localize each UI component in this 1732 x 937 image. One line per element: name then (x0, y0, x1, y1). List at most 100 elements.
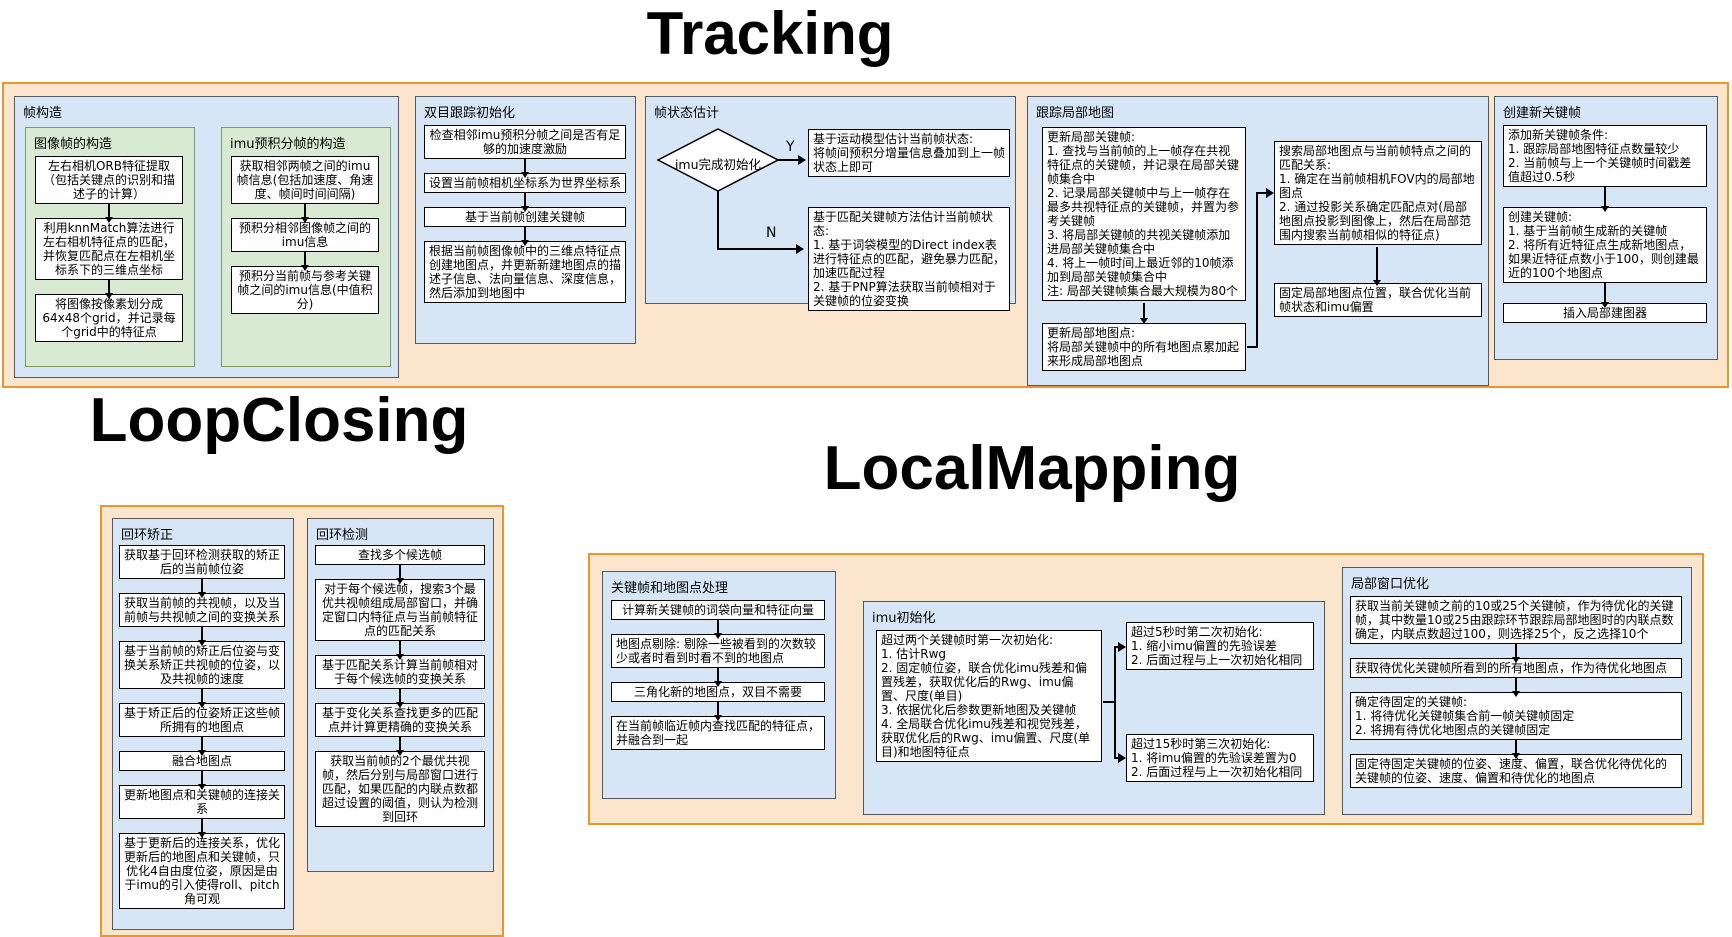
arrow-down-icon (396, 737, 404, 756)
decision-diamond-and-connectors (656, 128, 806, 254)
imu-third-init-box: 超过15秒时第三次初始化: 1. 将imu偏置的先验误差置为0 2. 后面过程与… (1126, 734, 1314, 782)
flow-box: 基于匹配关系计算当前帧相对于每个候选帧的变换关系 (315, 655, 485, 689)
flow-box: 计算新关键帧的词袋向量和特征向量 (611, 600, 825, 620)
keyframe-match-box: 基于匹配关键帧方法估计当前帧状态: 1. 基于词袋模型的Direct index… (808, 207, 1010, 311)
arrow-down-icon (714, 668, 722, 687)
arrow-down-icon (1601, 283, 1609, 308)
arrow-down-icon (396, 565, 404, 584)
arrow-down-icon (301, 252, 309, 271)
flow-box: 基于变化关系查找更多的匹配点并计算更精确的变换关系 (315, 703, 485, 737)
panel-title: 回环矫正 (121, 528, 174, 543)
arrow-down-icon (521, 159, 529, 178)
flow-box: 基于矫正后的位姿矫正这些帧所拥有的地图点 (119, 703, 285, 737)
arrow-down-icon (198, 771, 206, 790)
stereo-init-flow: 检查相邻imu预积分帧之间是否有足够的加速度激励 设置当前帧相机坐标系为世界坐标… (424, 125, 626, 303)
flow-box: 利用knnMatch算法进行左右相机特征点的匹配，并恢复匹配点在左相机坐标系下的… (35, 218, 183, 280)
arrow-down-icon (1140, 303, 1148, 324)
flow-box: 获取当前关键帧之前的10或25个关键帧，作为待优化的关键帧，其中数量10或25由… (1350, 596, 1682, 644)
arrow-down-icon (1373, 247, 1381, 286)
arrow-down-icon (396, 641, 404, 660)
imu-first-init-box: 超过两个关键帧时第一次初始化: 1. 估计Rwg 2. 固定帧位姿，联合优化im… (876, 630, 1102, 762)
arrow-down-icon (1512, 678, 1520, 697)
flow-box: 获取当前帧的共视帧，以及当前帧与共视帧之间的变换关系 (119, 593, 285, 627)
flow-box: 固定待固定关键帧的位姿、速度、偏置，联合优化待优化的关键帧的位姿、速度、偏置和待… (1350, 754, 1682, 788)
panel-title: 帧状态估计 (654, 106, 720, 121)
new-keyframe-flow: 添加新关键帧条件: 1. 跟踪局部地图特征点数量较少 2. 当前帧与上一个关键帧… (1503, 125, 1707, 323)
flow-box: 设置当前帧相机坐标系为世界坐标系 (424, 173, 626, 193)
arrow-right-icon (1118, 642, 1126, 652)
flow-box: 获取相邻两帧之间的imu帧信息(包括加速度、角速度、帧间时间间隔) (231, 156, 379, 204)
arrow-down-icon (198, 579, 206, 598)
tracking-title: Tracking (646, 0, 894, 67)
frame-build-panel: 帧构造 图像帧的构造 左右相机ORB特征提取（包括关键点的识别和描述子的计算） … (14, 96, 399, 378)
flow-box: 插入局部建图器 (1503, 303, 1707, 323)
yes-branch-label: Y (786, 139, 795, 155)
flow-box: 地图点剔除: 剔除一些被看到的次数较少或者时看到时看不到的地图点 (611, 634, 825, 668)
flow-box: 更新地图点和关键帧的连接关系 (119, 785, 285, 819)
pose-optimize-box: 固定局部地图点位置，联合优化当前帧状态和imu偏置 (1274, 283, 1482, 317)
connector-line (1115, 757, 1119, 759)
flow-box: 左右相机ORB特征提取（包括关键点的识别和描述子的计算） (35, 156, 183, 204)
flow-box: 对于每个候选帧，搜索3个最优共视帧组成局部窗口，并确定窗口内特征点与当前帧特征点… (315, 579, 485, 641)
local-window-opt-panel: 局部窗口优化 获取当前关键帧之前的10或25个关键帧，作为待优化的关键帧，其中数… (1342, 567, 1692, 815)
flow-box: 预积分相邻图像帧之间的imu信息 (231, 218, 379, 252)
imu-second-init-box: 超过5秒时第二次初始化: 1. 缩小imu偏置的先验误差 2. 后面过程与上一次… (1126, 622, 1314, 670)
arrow-down-icon (396, 689, 404, 708)
panel-title: 局部窗口优化 (1351, 577, 1430, 592)
loopclosing-section-panel: 回环矫正 获取基于回环检测获取的矫正后的当前帧位姿 获取当前帧的共视帧，以及当前… (100, 505, 504, 937)
flow-box: 将图像按像素划分成64x48个grid，并记录每个grid中的特征点 (35, 294, 183, 342)
panel-title: 双目跟踪初始化 (424, 106, 516, 121)
arrow-down-icon (198, 737, 206, 756)
imu-frame-flow: 获取相邻两帧之间的imu帧信息(包括加速度、角速度、帧间时间间隔) 预积分相邻图… (231, 156, 379, 314)
imu-init-panel: imu初始化 超过两个关键帧时第一次初始化: 1. 估计Rwg 2. 固定帧位姿… (863, 601, 1325, 815)
arrow-down-icon (714, 702, 722, 721)
no-branch-label: N (766, 225, 777, 241)
localmapping-title: LocalMapping (823, 434, 1241, 503)
flow-box: 基于当前帧的矫正后位姿与变换关系矫正共视帧的位姿，以及共视帧的速度 (119, 641, 285, 689)
connector-line (1257, 192, 1266, 194)
track-local-map-panel: 跟踪局部地图 更新局部关键帧: 1. 查找与当前帧的上一帧存在共视特征点的关键帧… (1027, 96, 1489, 386)
image-frame-subpanel: 图像帧的构造 左右相机ORB特征提取（包括关键点的识别和描述子的计算） 利用kn… (25, 127, 195, 367)
connector-line (1103, 701, 1116, 703)
keyframe-mappoint-flow: 计算新关键帧的词袋向量和特征向量 地图点剔除: 剔除一些被看到的次数较少或者时看… (611, 600, 825, 750)
loopclosing-title: LoopClosing (89, 386, 469, 455)
subpanel-title: imu预积分帧的构造 (230, 137, 346, 152)
arrow-down-icon (521, 193, 529, 212)
localmapping-section-panel: 关键帧和地图点处理 计算新关键帧的词袋向量和特征向量 地图点剔除: 剔除一些被看… (588, 553, 1704, 825)
update-local-mappoints-box: 更新局部地图点: 将局部关键帧中的所有地图点累加起来形成局部地图点 (1042, 323, 1246, 371)
flow-box: 查找多个候选帧 (315, 545, 485, 565)
arrow-down-icon (198, 689, 206, 708)
flow-box: 检查相邻imu预积分帧之间是否有足够的加速度激励 (424, 125, 626, 159)
flow-box: 添加新关键帧条件: 1. 跟踪局部地图特征点数量较少 2. 当前帧与上一个关键帧… (1503, 125, 1707, 187)
imu-frame-subpanel: imu预积分帧的构造 获取相邻两帧之间的imu帧信息(包括加速度、角速度、帧间时… (221, 127, 391, 367)
arrow-down-icon (301, 204, 309, 223)
panel-title: 回环检测 (316, 528, 369, 543)
subpanel-title: 图像帧的构造 (34, 137, 113, 152)
connector-line (1115, 646, 1119, 648)
arrow-down-icon (105, 204, 113, 223)
state-estimation-panel: 帧状态估计 imu完成初始化 Y N 基于运动模型估计当前帧状态: 将帧间预积分… (645, 96, 1016, 311)
connector-line (1114, 646, 1116, 759)
arrow-down-icon (105, 280, 113, 299)
flow-box: 确定待固定的关键帧: 1. 将待优化关键帧集合前一帧关键帧固定 2. 将拥有待优… (1350, 692, 1682, 740)
image-frame-flow: 左右相机ORB特征提取（包括关键点的识别和描述子的计算） 利用knnMatch算… (35, 156, 183, 342)
arrow-down-icon (198, 627, 206, 646)
arrow-down-icon (1512, 644, 1520, 663)
search-matches-box: 搜索局部地图点与当前帧特点之间的匹配关系: 1. 确定在当前帧相机FOV内的局部… (1274, 141, 1482, 245)
stereo-init-panel: 双目跟踪初始化 检查相邻imu预积分帧之间是否有足够的加速度激励 设置当前帧相机… (415, 96, 636, 344)
connector-line (1247, 346, 1258, 348)
arrow-down-icon (714, 620, 722, 639)
arrow-down-icon (1601, 187, 1609, 212)
loop-correction-panel: 回环矫正 获取基于回环检测获取的矫正后的当前帧位姿 获取当前帧的共视帧，以及当前… (112, 518, 294, 930)
connector-line (1256, 192, 1258, 348)
flow-box: 根据当前帧图像帧中的三维点特征点创建地图点，并更新新建地图点的描述子信息、法向量… (424, 241, 626, 303)
flow-box: 获取基于回环检测获取的矫正后的当前帧位姿 (119, 545, 285, 579)
arrow-down-icon (198, 819, 206, 838)
keyframe-mappoint-panel: 关键帧和地图点处理 计算新关键帧的词袋向量和特征向量 地图点剔除: 剔除一些被看… (602, 571, 836, 799)
arrow-right-icon (1118, 753, 1126, 763)
panel-title: 创建新关键帧 (1503, 106, 1582, 121)
decision-label: imu完成初始化 (674, 157, 762, 172)
flow-box: 预积分当前帧与参考关键帧之间的imu信息(中值积分) (231, 266, 379, 314)
panel-title: imu初始化 (872, 611, 936, 626)
